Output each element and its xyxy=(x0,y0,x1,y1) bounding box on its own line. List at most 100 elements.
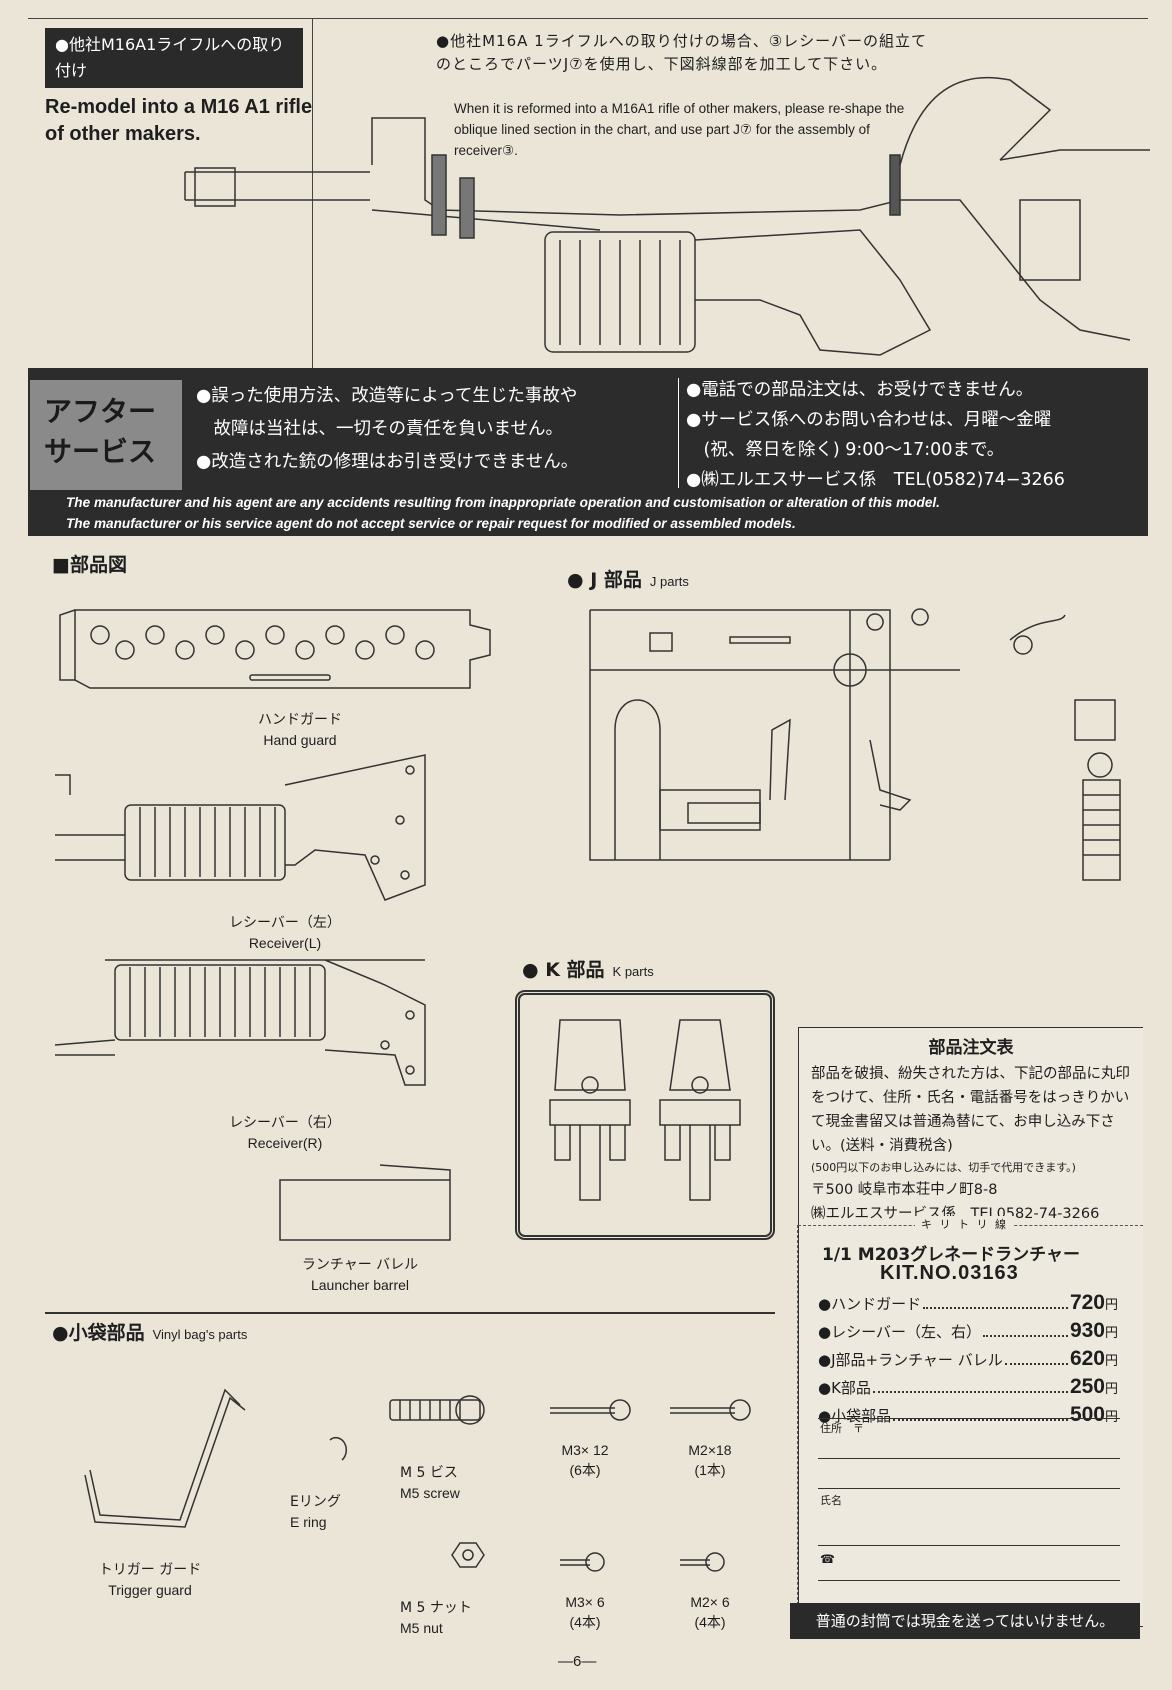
j-parts-en: J parts xyxy=(649,574,689,589)
after-service-divider xyxy=(678,378,679,488)
order-product: 1/1 M203グレネードランチャー xyxy=(822,1245,1081,1265)
after-service-title: アフター サービス xyxy=(30,380,182,490)
m2x6-label: M2× 6 (4本) xyxy=(670,1592,750,1632)
receiver-left-label: レシーバー（左） Receiver(L) xyxy=(210,913,360,953)
m3x6-size: M3× 6 xyxy=(565,1594,605,1610)
launcher-barrel-en: Launcher barrel xyxy=(310,1277,410,1293)
trigger-guard-en: Trigger guard xyxy=(108,1582,192,1598)
price-unit: 円 xyxy=(1104,1410,1118,1425)
after-service-left-item: ●改造された銃の修理はお引き受けできません。 xyxy=(196,452,579,472)
after-service-right-item: ●電話での部品注文は、お受けできません。 xyxy=(686,380,1034,400)
form-line xyxy=(818,1418,1120,1419)
order-form: 部品注文表 部品を破損、紛失された方は、下記の部品に丸印をつけて、住所・氏名・電… xyxy=(798,1027,1143,1627)
j-parts-jp: ● J 部品 xyxy=(567,569,642,591)
k-parts-sprue xyxy=(515,990,775,1240)
launcher-barrel-jp: ランチャー バレル xyxy=(301,1257,419,1273)
e-ring-jp: Eリング xyxy=(290,1494,341,1510)
receiver-right-jp: レシーバー（右） xyxy=(229,1115,341,1131)
after-service-title-line2: サービス xyxy=(44,435,157,468)
after-service-en-line: The manufacturer or his service agent do… xyxy=(66,516,796,531)
vinyl-parts-en: Vinyl bag's parts xyxy=(152,1327,248,1342)
price-unit: 円 xyxy=(1104,1326,1118,1341)
after-service-band xyxy=(28,368,1148,536)
m3x6-qty: (4本) xyxy=(569,1614,601,1630)
address-field-line[interactable] xyxy=(818,1458,1120,1459)
hand-guard-drawing xyxy=(59,609,491,689)
receiver-right-en: Receiver(R) xyxy=(247,1135,323,1151)
name-field-line[interactable] xyxy=(818,1545,1120,1546)
m3x6-label: M3× 6 (4本) xyxy=(545,1592,625,1632)
order-form-note: (500円以下のお申し込みには、切手で代用できます。) xyxy=(811,1161,1076,1174)
phone-field-line[interactable] xyxy=(818,1580,1120,1581)
section-divider xyxy=(45,1312,775,1314)
k-parts-jp: ● K 部品 xyxy=(522,959,605,981)
receiver-left-en: Receiver(L) xyxy=(248,935,322,951)
j-parts-sprue-drawing xyxy=(589,608,1066,861)
m5-screw-en: M5 screw xyxy=(400,1485,460,1501)
price-value: 620 xyxy=(1069,1347,1105,1370)
receiver-left-drawing xyxy=(55,754,426,901)
cut-line-label: キ リ ト リ 線 xyxy=(915,1216,1014,1232)
hand-guard-en: Hand guard xyxy=(263,732,337,748)
top-frame-divider xyxy=(312,18,313,368)
after-service-right-item: (祝、祭日を除く) 9:00〜17:00まで。 xyxy=(686,440,1005,460)
m2x6-qty: (4本) xyxy=(694,1614,726,1630)
after-service-left-item: ●誤った使用方法、改造等によって生じた事故や xyxy=(196,386,578,406)
after-service-right: ●電話での部品注文は、お受けできません。 ●サービス係へのお問い合わせは、月曜〜… xyxy=(686,375,1065,495)
price-value: 500 xyxy=(1069,1403,1105,1426)
remodel-title: Re-model into a M16 A1 rifle of other ma… xyxy=(45,96,313,145)
k-parts-en: K parts xyxy=(612,964,654,979)
price-item: ●ハンドガード xyxy=(818,1295,922,1313)
e-ring-en: E ring xyxy=(290,1514,327,1530)
j7-part-drawing xyxy=(1074,699,1121,881)
m3x12-label: M3× 12 (6本) xyxy=(545,1440,625,1480)
m2x18-label: M2×18 (1本) xyxy=(670,1440,750,1480)
order-kit-no: KIT.NO.03163 xyxy=(880,1262,1019,1284)
after-service-en: The manufacturer and his agent are any a… xyxy=(66,492,940,534)
m5-nut-jp: M 5 ナット xyxy=(400,1600,472,1616)
e-ring-label: Eリング E ring xyxy=(290,1492,350,1532)
after-service-left: ●誤った使用方法、改造等によって生じた事故や 故障は当社は、一切その責任を負いま… xyxy=(196,380,578,479)
price-unit: 円 xyxy=(1104,1382,1118,1397)
trigger-guard-label: トリガー ガード Trigger guard xyxy=(85,1560,215,1600)
receiver-right-drawing xyxy=(54,959,426,1086)
trigger-guard-jp: トリガー ガード xyxy=(98,1562,202,1578)
price-item: ●小袋部品 xyxy=(818,1407,892,1425)
after-service-right-item: ●サービス係へのお問い合わせは、月曜〜金曜 xyxy=(686,410,1052,430)
receiver-left-jp: レシーバー（左） xyxy=(229,915,341,931)
order-form-address: 〒500 岐阜市本荘中ノ町8-8 xyxy=(811,1182,998,1198)
order-form-title: 部品注文表 xyxy=(928,1038,1014,1058)
k-parts-drawing xyxy=(549,1019,741,1201)
launcher-barrel-label: ランチャー バレル Launcher barrel xyxy=(275,1255,445,1295)
price-value: 930 xyxy=(1069,1319,1105,1342)
m16-rifle-drawing xyxy=(184,76,1150,356)
m5-nut-en: M5 nut xyxy=(400,1620,443,1636)
page-number: —6— xyxy=(558,1653,597,1670)
cut-line-vertical xyxy=(797,1225,798,1625)
order-form-body: 部品を破損、紛失された方は、下記の部品に丸印をつけて、住所・氏名・電話番号をはっ… xyxy=(811,1066,1130,1154)
remodel-label-box: ●他社M16A1ライフルへの取り付け xyxy=(45,28,303,88)
price-unit: 円 xyxy=(1104,1298,1118,1313)
address-field-line-2[interactable] xyxy=(818,1488,1120,1489)
remodel-note-en: When it is reformed into a M16A1 rifle o… xyxy=(454,101,905,158)
after-service-left-item: 故障は当社は、一切その責任を負いません。 xyxy=(196,419,563,439)
price-item: ●K部品 xyxy=(818,1379,871,1397)
order-form-company: ㈱エルエスサービス係 TEL0582-74-3266 xyxy=(811,1206,1100,1222)
small-parts-drawing xyxy=(84,1388,751,1572)
hand-guard-label: ハンドガード Hand guard xyxy=(225,710,375,750)
phone-field-label: ☎ xyxy=(820,1552,835,1566)
price-item: ●J部品+ランチャー バレル xyxy=(818,1351,1003,1369)
price-item: ●レシーバー（左、右） xyxy=(818,1323,981,1341)
m3x12-qty: (6本) xyxy=(569,1462,601,1478)
name-field-label: 氏名 xyxy=(820,1494,842,1507)
after-service-right-item: ●㈱エルエスサービス係 TEL(0582)74−3266 xyxy=(686,470,1065,490)
launcher-barrel-drawing xyxy=(279,1164,451,1241)
top-frame-line xyxy=(28,18,1148,19)
after-service-title-line1: アフター xyxy=(44,395,157,428)
m5-screw-label: M 5 ビス M5 screw xyxy=(400,1463,500,1503)
